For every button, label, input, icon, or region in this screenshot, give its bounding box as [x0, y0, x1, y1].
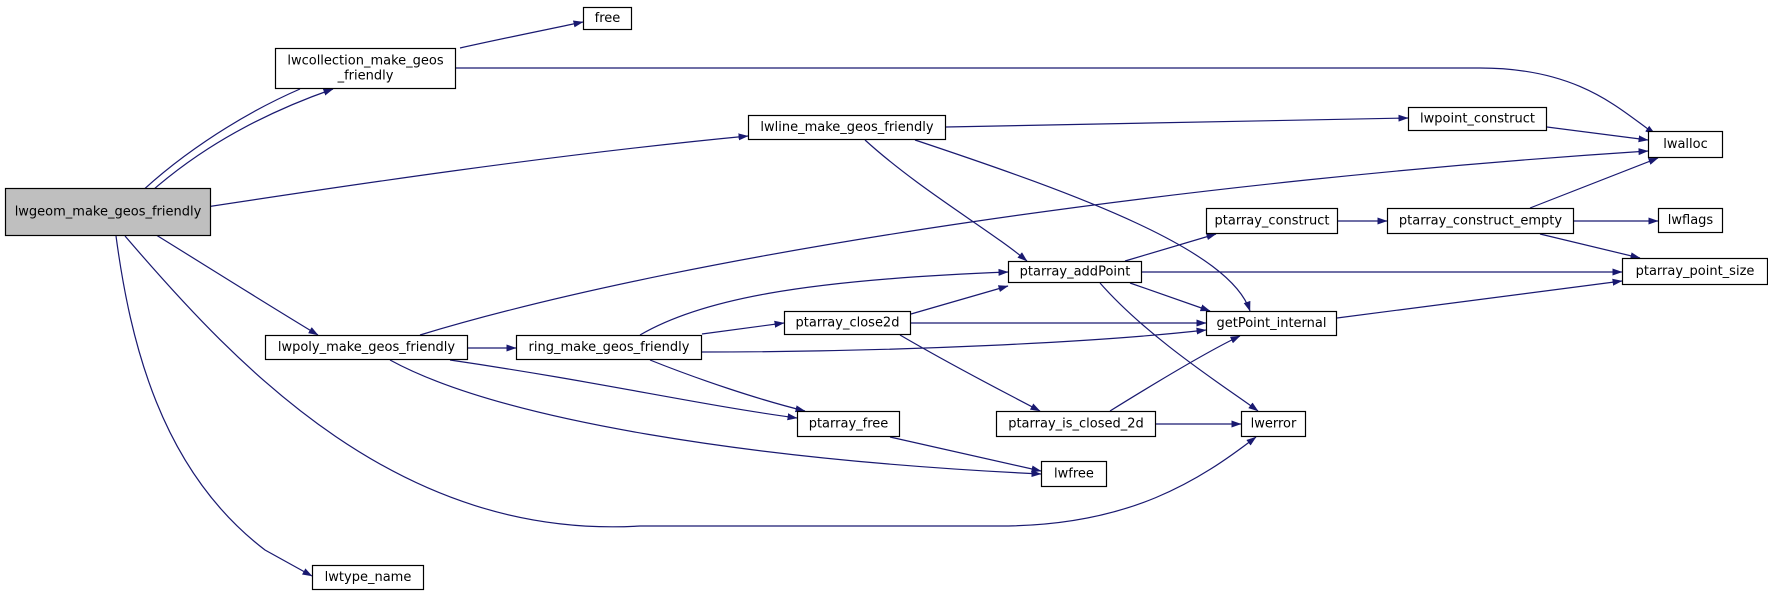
- edge-pafree-to-lwfree: [889, 436, 1042, 473]
- edge-paempty-to-lwalloc: [1529, 157, 1659, 209]
- node-label: ptarray_point_size: [1636, 264, 1755, 279]
- edge-ring-to-pafree: [649, 359, 806, 413]
- node-label: lwflags: [1668, 213, 1714, 228]
- edge-getpt-to-ptsize: [1336, 278, 1623, 319]
- edge-root-to-typen: [115, 235, 313, 577]
- edge-close2d-to-isclosed: [899, 334, 1041, 412]
- node-box: [1007, 260, 1143, 284]
- edge-line-to-paadd: [864, 139, 1028, 262]
- node-box: [274, 47, 457, 90]
- edge-root-to-lwerror: [124, 235, 1257, 528]
- node-paadd[interactable]: ptarray_addPoint: [1007, 260, 1143, 284]
- edge-root-to-poly: [139, 224, 319, 336]
- node-label: free: [595, 11, 621, 26]
- node-paempty[interactable]: ptarray_construct_empty: [1386, 207, 1575, 235]
- node-label: lwpoly_make_geos_friendly: [278, 340, 456, 355]
- node-label: lwalloc: [1663, 137, 1708, 152]
- node-box: [1205, 207, 1339, 235]
- node-label: lwline_make_geos_friendly: [760, 120, 934, 135]
- node-box: [1407, 106, 1548, 132]
- edge-poly-to-pafree: [449, 359, 798, 421]
- edge-line-to-ptcon: [945, 114, 1409, 128]
- node-lwfree[interactable]: lwfree: [1040, 460, 1108, 488]
- node-box: [582, 6, 633, 31]
- edge-coll-to-free: [459, 20, 584, 49]
- node-box: [1040, 460, 1108, 488]
- node-lwflags[interactable]: lwflags: [1657, 207, 1724, 234]
- node-box: [1657, 207, 1724, 234]
- node-label: lwgeom_make_geos_friendly: [15, 205, 202, 220]
- edge-poly-to-lwfree: [389, 359, 1042, 478]
- node-label: getPoint_internal: [1216, 316, 1326, 331]
- node-root[interactable]: lwgeom_make_geos_friendly: [4, 187, 212, 237]
- node-label: _friendly: [337, 69, 394, 84]
- node-lwerror[interactable]: lwerror: [1240, 410, 1307, 438]
- node-label: ptarray_is_closed_2d: [1008, 417, 1144, 432]
- edge-root-to-line: [179, 133, 749, 212]
- edge-ring-to-paadd: [639, 268, 1009, 336]
- edge-ring-to-getpt: [701, 327, 1207, 353]
- edges: [115, 20, 1659, 577]
- node-free[interactable]: free: [582, 6, 633, 31]
- node-label: ptarray_construct_empty: [1399, 214, 1562, 229]
- edge-isclosed-to-getpt: [1109, 335, 1241, 412]
- node-label: lwerror: [1251, 417, 1297, 432]
- node-box: [264, 334, 469, 361]
- edge-coll-to-lwalloc: [456, 67, 1656, 135]
- node-label: lwfree: [1054, 467, 1094, 482]
- node-box: [4, 187, 212, 237]
- node-ptsize[interactable]: ptarray_point_size: [1621, 257, 1768, 286]
- node-close2d[interactable]: ptarray_close2d: [783, 310, 912, 336]
- edge-paempty-to-ptsize: [1539, 233, 1641, 260]
- node-label: ptarray_close2d: [796, 316, 900, 331]
- edge-close2d-to-paadd: [910, 285, 1009, 315]
- node-box: [311, 564, 425, 591]
- node-box: [1240, 410, 1307, 438]
- node-label: ring_make_geos_friendly: [529, 340, 690, 355]
- edge-paadd-to-pacon: [1124, 233, 1217, 262]
- edge-ptcon-to-lwalloc: [1546, 126, 1649, 143]
- node-line[interactable]: lwline_make_geos_friendly: [747, 114, 947, 141]
- node-box: [1647, 130, 1724, 159]
- node-box: [796, 410, 901, 438]
- node-box: [747, 114, 947, 141]
- node-label: lwtype_name: [325, 570, 412, 585]
- node-pafree[interactable]: ptarray_free: [796, 410, 901, 438]
- edge-paadd-to-getpt: [1129, 282, 1211, 312]
- nodes: lwgeom_make_geos_friendly lwcollection_ma…: [4, 6, 1768, 591]
- edge-poly-to-lwalloc: [419, 148, 1649, 336]
- node-box: [515, 334, 703, 361]
- node-box: [995, 410, 1157, 438]
- edge-line-to-getpt: [914, 139, 1251, 312]
- node-lwalloc[interactable]: lwalloc: [1647, 130, 1724, 159]
- edge-paadd-to-lwerror: [1099, 282, 1259, 412]
- node-box: [1205, 310, 1338, 337]
- node-coll[interactable]: lwcollection_make_geos_friendly: [274, 47, 457, 90]
- node-getpt[interactable]: getPoint_internal: [1205, 310, 1338, 337]
- node-label: ptarray_addPoint: [1020, 265, 1131, 280]
- node-isclosed[interactable]: ptarray_is_closed_2d: [995, 410, 1157, 438]
- node-poly[interactable]: lwpoly_make_geos_friendly: [264, 334, 469, 361]
- node-box: [1621, 257, 1768, 286]
- node-ring[interactable]: ring_make_geos_friendly: [515, 334, 703, 361]
- node-pacon[interactable]: ptarray_construct: [1205, 207, 1339, 235]
- node-typen[interactable]: lwtype_name: [311, 564, 425, 591]
- node-box: [1386, 207, 1575, 235]
- edge-ring-to-close2d: [701, 320, 785, 335]
- node-box: [783, 310, 912, 336]
- node-label: lwcollection_make_geos: [287, 54, 444, 69]
- node-ptcon[interactable]: lwpoint_construct: [1407, 106, 1548, 132]
- node-label: ptarray_construct: [1215, 214, 1330, 229]
- node-label: ptarray_free: [809, 417, 889, 432]
- node-label: lwpoint_construct: [1420, 112, 1535, 127]
